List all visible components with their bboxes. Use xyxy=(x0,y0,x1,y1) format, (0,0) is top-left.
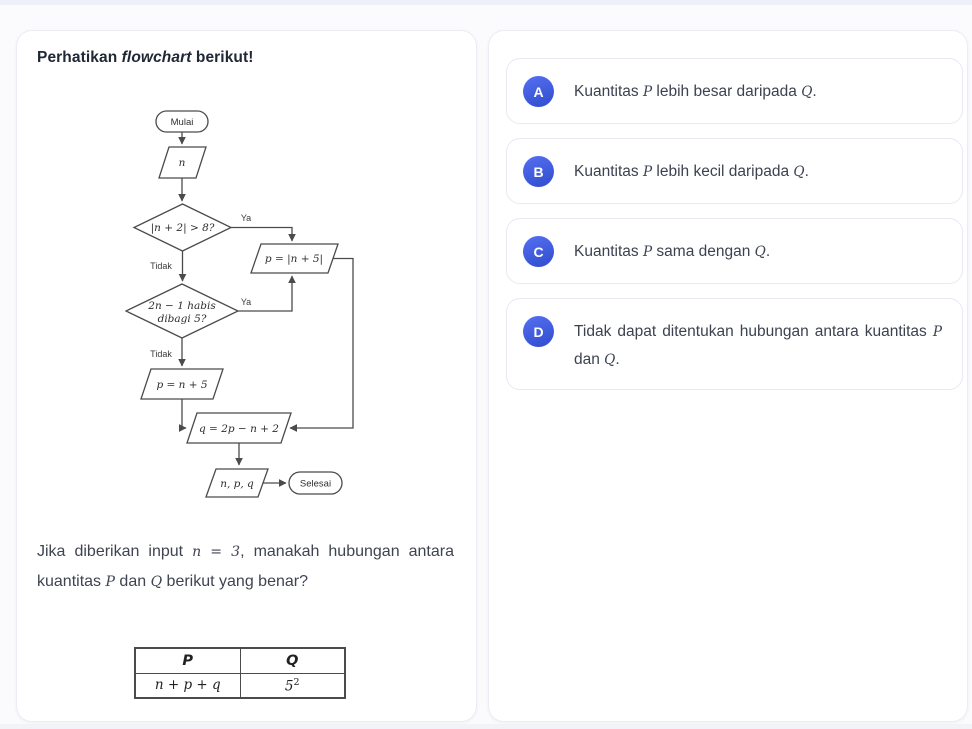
question-instruction: Perhatikan flowchart berikut! xyxy=(37,49,254,67)
option-c-part: sama dengan xyxy=(652,243,755,260)
table-header-q: Q xyxy=(239,647,346,674)
assign-abs-parallelogram xyxy=(250,243,339,274)
option-a-part: Kuantitas xyxy=(574,83,643,100)
option-c-math-q: Q xyxy=(754,244,766,260)
option-c-math-p: P xyxy=(642,244,653,260)
option-b-part: . xyxy=(804,163,809,180)
option-d[interactable]: D Tidak dapat ditentukan hubungan antara… xyxy=(506,298,963,390)
table-header-p: P xyxy=(134,647,241,674)
table-row: n + p + q 52 xyxy=(134,672,346,699)
option-a-part: . xyxy=(812,83,817,100)
output-parallelogram xyxy=(205,468,269,498)
assign-plus-label: p = n + 5 xyxy=(156,379,207,391)
option-d-math-q: Q xyxy=(604,352,616,368)
option-d-math-p: P xyxy=(932,324,942,340)
arrow-pplus-to-q xyxy=(178,399,187,432)
q-value-exponent: 2 xyxy=(293,676,300,688)
start-label: Mulai xyxy=(171,117,194,128)
decision2-yes-label: Ya xyxy=(241,297,251,307)
option-a[interactable]: A Kuantitas P lebih besar daripada Q. xyxy=(506,58,963,124)
arrow-pabs-to-q xyxy=(289,257,354,432)
table-cell-p: n + p + q xyxy=(134,672,241,699)
table-cell-q: 52 xyxy=(239,672,346,699)
flowchart-figure: Mulai n |n + 2| > 8? Ya Tidak p = |n + 5… xyxy=(111,104,381,504)
option-c-text: Kuantitas P sama dengan Q. xyxy=(574,238,770,266)
bottom-accent-strip xyxy=(0,724,972,729)
q-value-base: 5 xyxy=(284,678,294,694)
option-b-part: lebih kecil daripada xyxy=(652,163,794,180)
instruction-pre: Perhatikan xyxy=(37,49,122,66)
end-label: Selesai xyxy=(300,479,331,490)
decision1-label: |n + 2| > 8? xyxy=(151,222,215,235)
decision2-label-line1: 2n − 1 habis xyxy=(147,300,216,312)
arrow-decision1-yes xyxy=(231,226,296,242)
option-a-math-q: Q xyxy=(801,84,813,100)
option-d-badge: D xyxy=(523,316,554,347)
top-accent-strip xyxy=(0,0,972,5)
option-a-math-p: P xyxy=(642,84,653,100)
instruction-italic-word: flowchart xyxy=(121,49,192,66)
option-b[interactable]: B Kuantitas P lebih kecil daripada Q. xyxy=(506,138,963,204)
pq-comparison-table: P Q n + p + q 52 xyxy=(134,647,346,699)
option-a-text: Kuantitas P lebih besar daripada Q. xyxy=(574,78,817,106)
end-terminal-shape xyxy=(288,471,343,495)
question-panel: Perhatikan flowchart berikut! xyxy=(16,30,477,722)
decision2-diamond xyxy=(124,283,240,339)
question-part: dan xyxy=(114,573,151,590)
decision2-no-label: Tidak xyxy=(150,349,172,359)
option-b-math-q: Q xyxy=(793,164,805,180)
flowchart-svg: Mulai n |n + 2| > 8? Ya Tidak p = |n + 5… xyxy=(124,110,354,498)
option-b-part: Kuantitas xyxy=(574,163,643,180)
decision1-yes-label: Ya xyxy=(241,213,251,223)
answers-panel: A Kuantitas P lebih besar daripada Q. B … xyxy=(488,30,968,722)
option-d-text: Tidak dapat ditentukan hubungan antara k… xyxy=(574,318,942,374)
option-c[interactable]: C Kuantitas P sama dengan Q. xyxy=(506,218,963,284)
assign-plus-parallelogram xyxy=(140,368,224,400)
option-d-part: dan xyxy=(574,351,605,368)
decision1-no-label: Tidak xyxy=(150,261,172,271)
question-math-p: P xyxy=(105,574,115,590)
input-label: n xyxy=(179,157,186,169)
option-b-badge: B xyxy=(523,156,554,187)
option-a-badge: A xyxy=(523,76,554,107)
instruction-post: berikut! xyxy=(191,49,254,66)
table-header-row: P Q xyxy=(134,647,346,674)
option-c-part: Kuantitas xyxy=(574,243,643,260)
output-label: n, p, q xyxy=(220,478,254,490)
assign-abs-label: p = |n + 5| xyxy=(265,253,323,266)
option-d-part: . xyxy=(615,351,620,368)
input-parallelogram xyxy=(158,146,207,179)
question-part: Jika diberikan input xyxy=(37,543,193,560)
question-math-n: n = 3 xyxy=(192,544,241,560)
options-list: A Kuantitas P lebih besar daripada Q. B … xyxy=(506,58,963,390)
option-a-part: lebih besar daripada xyxy=(652,83,802,100)
question-part: berikut yang benar? xyxy=(162,573,308,590)
option-b-math-p: P xyxy=(642,164,653,180)
question-part: , manakah hubungan antara kuantitas xyxy=(37,543,454,590)
option-c-badge: C xyxy=(523,236,554,267)
option-d-part: Tidak dapat ditentukan hubungan antara k… xyxy=(574,323,933,340)
decision1-diamond xyxy=(132,203,233,252)
question-math-q: Q xyxy=(150,574,163,590)
decision2-label-line2: dibagi 5? xyxy=(158,313,207,325)
option-c-part: . xyxy=(765,243,771,260)
start-terminal-shape xyxy=(155,110,209,133)
arrow-decision2-yes xyxy=(238,275,296,312)
assign-q-label: q = 2p − n + 2 xyxy=(199,423,279,435)
option-b-text: Kuantitas P lebih kecil daripada Q. xyxy=(574,158,809,186)
question-text: Jika diberikan input n = 3, manakah hubu… xyxy=(37,537,454,597)
assign-q-parallelogram xyxy=(186,412,292,444)
